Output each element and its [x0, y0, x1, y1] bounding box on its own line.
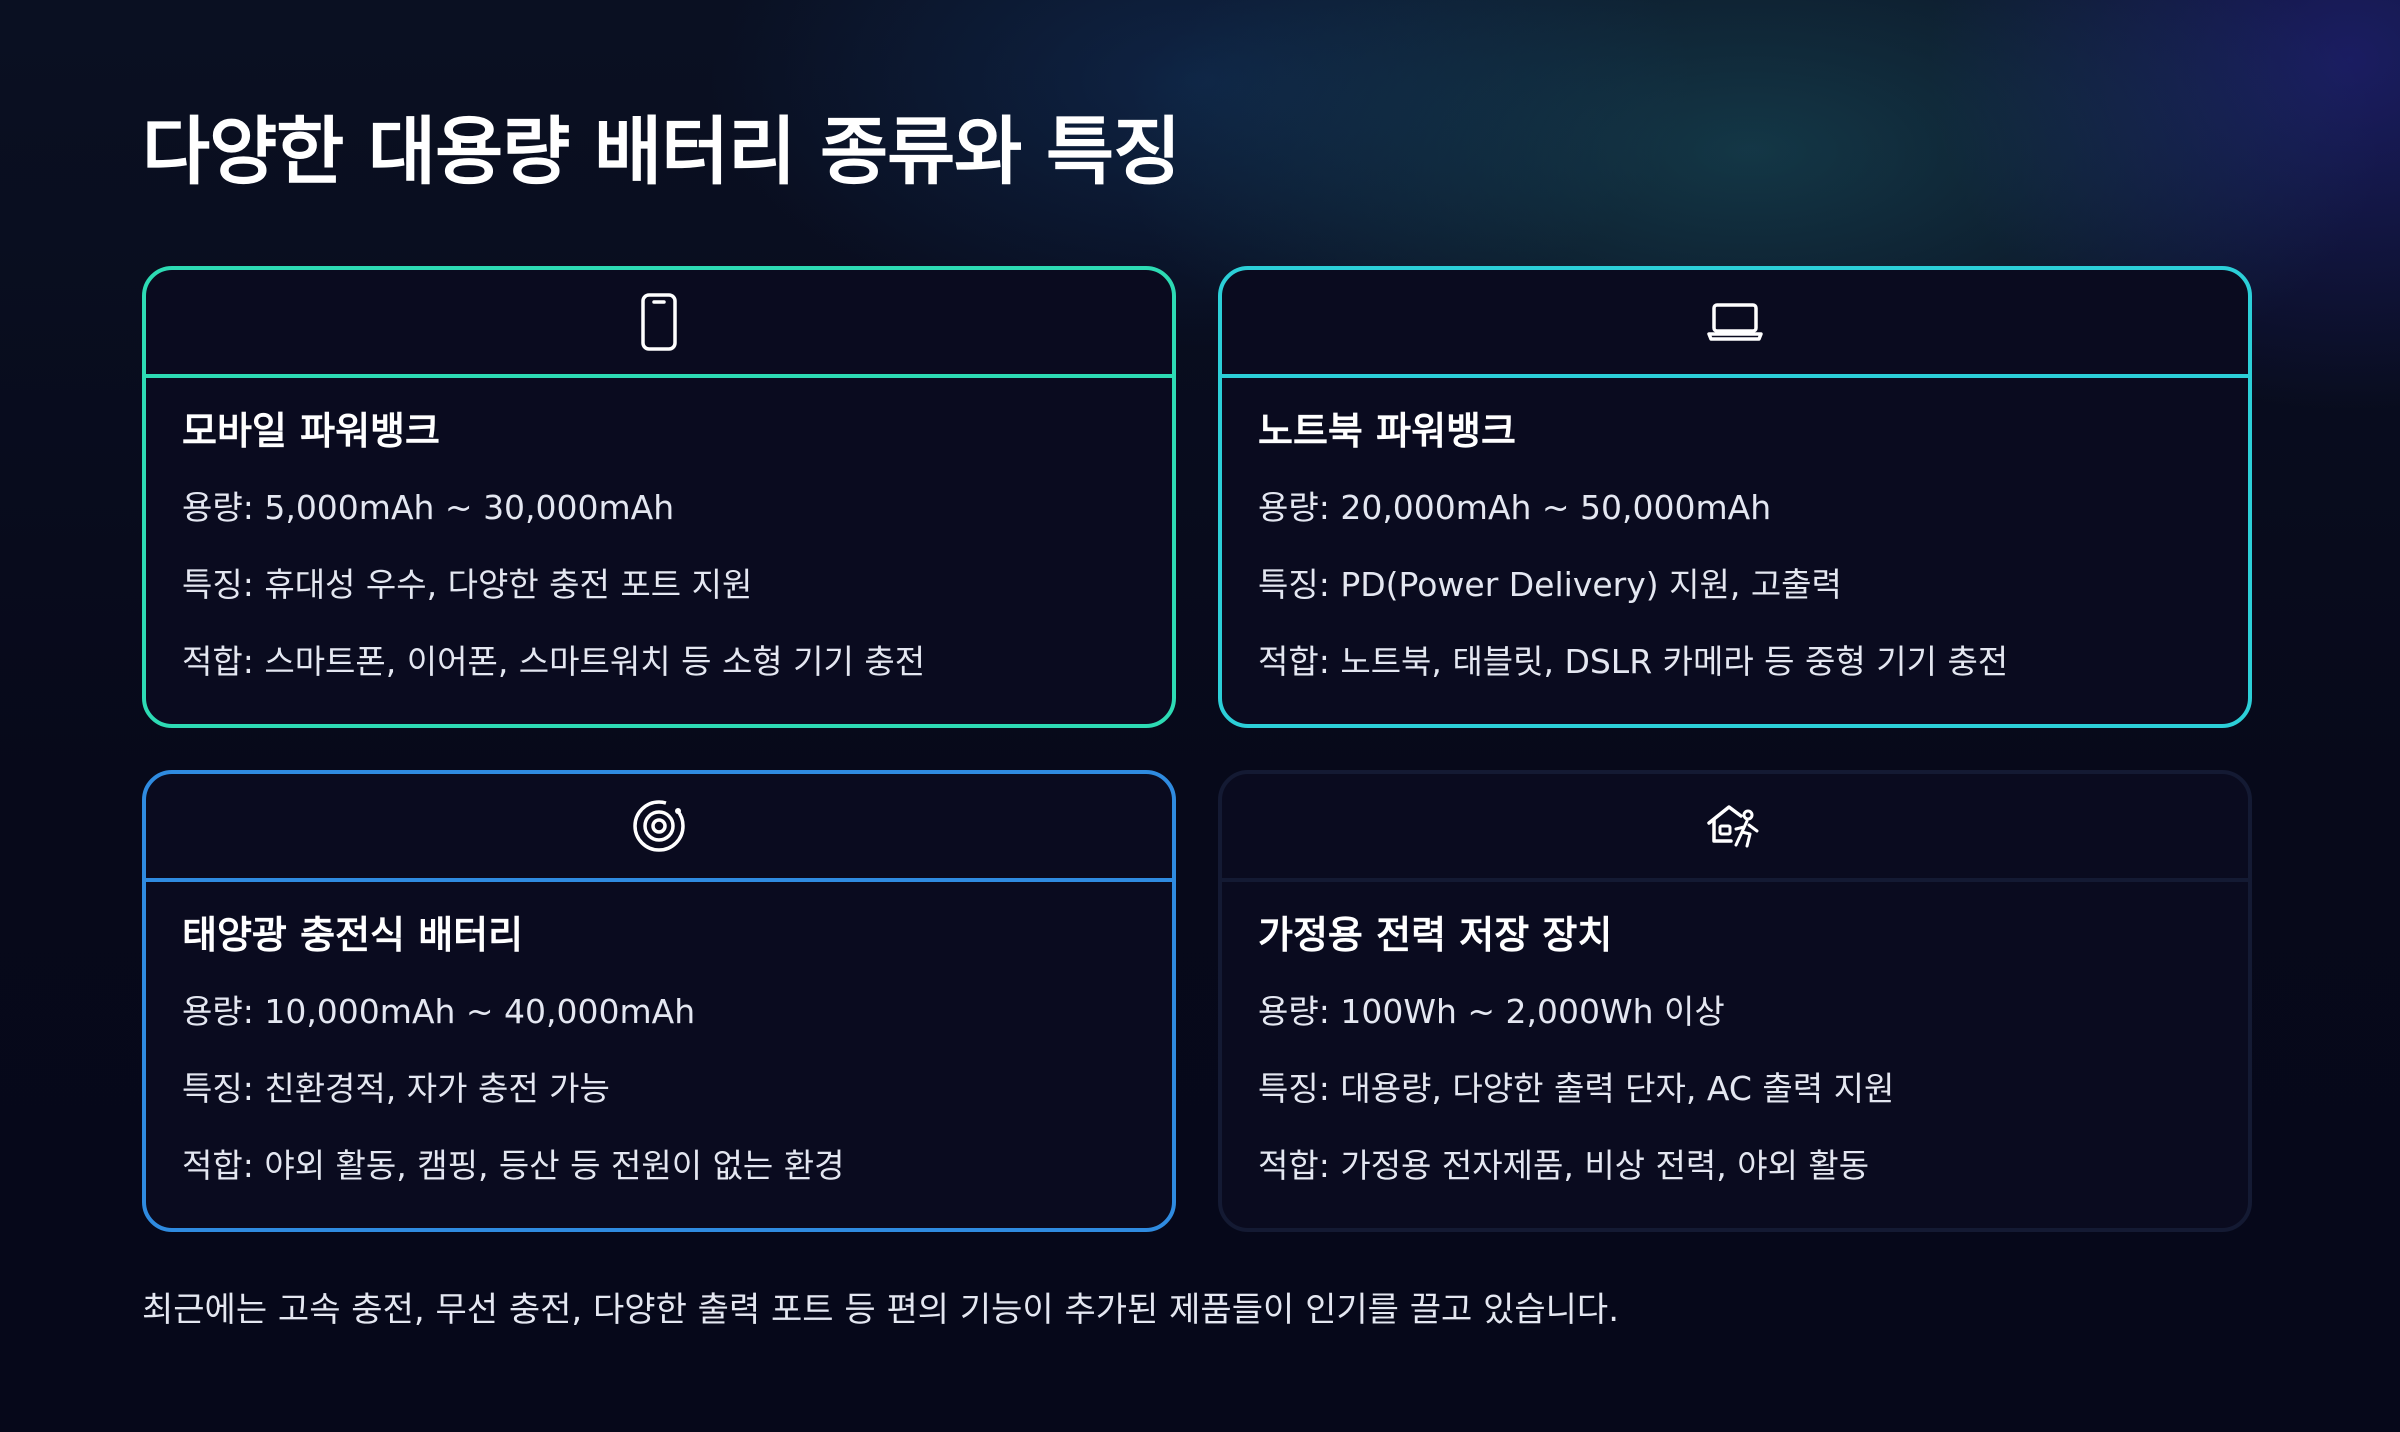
card-header [146, 270, 1172, 378]
card-features: 특징: PD(Power Delivery) 지원, 고출력 [1258, 565, 1842, 604]
card-title: 가정용 전력 저장 장치 [1258, 913, 1613, 957]
card-laptop-powerbank: 노트북 파워뱅크 용량: 20,000mAh ~ 50,000mAh 특징: P… [1218, 266, 2252, 728]
card-solar-battery: 태양광 충전식 배터리 용량: 10,000mAh ~ 40,000mAh 특징… [142, 770, 1176, 1232]
card-suitable: 적합: 노트북, 태블릿, DSLR 카메라 등 중형 기기 충전 [1258, 642, 2009, 681]
card-title: 태양광 충전식 배터리 [182, 913, 524, 957]
card-features: 특징: 대용량, 다양한 출력 단자, AC 출력 지원 [1258, 1069, 1895, 1108]
card-mobile-powerbank: 모바일 파워뱅크 용량: 5,000mAh ~ 30,000mAh 특징: 휴대… [142, 266, 1176, 728]
card-header [146, 774, 1172, 882]
card-features: 특징: 휴대성 우수, 다양한 충전 포트 지원 [182, 565, 753, 604]
card-header [1222, 270, 2248, 378]
card-features: 특징: 친환경적, 자가 충전 가능 [182, 1069, 610, 1108]
card-suitable: 적합: 야외 활동, 캠핑, 등산 등 전원이 없는 환경 [182, 1146, 845, 1185]
home-energy-icon [1705, 801, 1765, 851]
page-title: 다양한 대용량 배터리 종류와 특징 [142, 109, 1181, 195]
card-title: 모바일 파워뱅크 [182, 409, 440, 453]
solar-icon [630, 797, 688, 855]
smartphone-icon [639, 292, 679, 352]
card-suitable: 적합: 가정용 전자제품, 비상 전력, 야외 활동 [1258, 1146, 1870, 1185]
card-suitable: 적합: 스마트폰, 이어폰, 스마트워치 등 소형 기기 충전 [182, 642, 926, 681]
card-capacity: 용량: 5,000mAh ~ 30,000mAh [182, 488, 675, 527]
card-header [1222, 774, 2248, 882]
card-home-energy-storage: 가정용 전력 저장 장치 용량: 100Wh ~ 2,000Wh 이상 특징: … [1218, 770, 2252, 1232]
footer-note: 최근에는 고속 충전, 무선 충전, 다양한 출력 포트 등 편의 기능이 추가… [142, 1290, 1620, 1330]
card-title: 노트북 파워뱅크 [1258, 409, 1516, 453]
card-capacity: 용량: 20,000mAh ~ 50,000mAh [1258, 488, 1772, 527]
laptop-icon [1706, 302, 1764, 342]
card-capacity: 용량: 10,000mAh ~ 40,000mAh [182, 992, 696, 1031]
card-capacity: 용량: 100Wh ~ 2,000Wh 이상 [1258, 992, 1725, 1031]
